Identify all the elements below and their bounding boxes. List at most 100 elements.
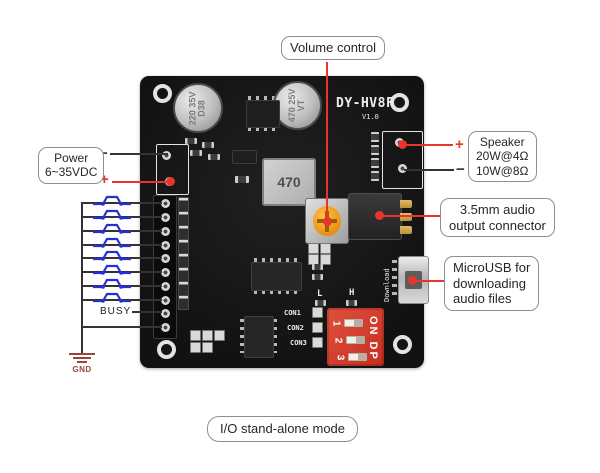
switch-symbol-3: [92, 221, 132, 239]
con3-label: CON3: [290, 339, 307, 347]
smd-3: [190, 150, 202, 156]
diode-2: [178, 211, 189, 226]
main-chip: [251, 262, 302, 291]
jack-pin-3: [400, 226, 412, 234]
power-plus-wire: [112, 181, 172, 183]
smd-2: [202, 142, 214, 148]
main-chip-pins-top: [254, 258, 300, 263]
power-text-2: 6~35VDC: [45, 165, 98, 180]
usb-text-3: audio files: [453, 291, 512, 307]
speaker-pad-minus: [398, 164, 407, 173]
mounting-hole-top-right: [390, 93, 409, 112]
power-plus-sign: +: [100, 171, 109, 188]
callout-microusb: MicroUSB for downloading audio files: [444, 256, 540, 311]
smd-18: [235, 176, 249, 183]
capacitor-470uf-label: 470 25V VT: [287, 88, 307, 123]
smd-12: [320, 254, 331, 265]
chip2: [244, 316, 274, 358]
usb-dot: [408, 276, 417, 285]
diode-1: [178, 197, 189, 212]
pcb-board: 220 35V D38 470 25V VT DY-HV8F V1.0: [140, 76, 429, 368]
speaker-text-1: Speaker: [479, 135, 525, 149]
smd-7: [371, 158, 379, 168]
sot-component: [232, 150, 257, 164]
audio-text-1: 3.5mm audio: [459, 202, 535, 217]
chip2-pins-right: [272, 319, 277, 353]
con3-pad: [312, 337, 323, 348]
usb-wire: [416, 280, 444, 282]
io-pad-6: [161, 268, 170, 277]
con1-pad: [312, 307, 323, 318]
smd-10: [320, 243, 331, 254]
smd-9: [308, 243, 319, 254]
smd-6: [371, 145, 379, 155]
l-label: L: [317, 289, 323, 299]
io-pad-7: [161, 282, 170, 291]
switch-symbol-8: [92, 290, 132, 308]
ground-bar-2: [73, 357, 91, 359]
speaker-plus-dot: [398, 140, 407, 149]
callout-io-mode: I/O stand-alone mode: [207, 416, 359, 442]
usb-text-2: downloading: [453, 275, 527, 291]
power-text-1: Power: [54, 151, 89, 165]
speaker-connector-outline: [382, 131, 423, 189]
smd-h: [346, 300, 357, 306]
smd-14: [202, 330, 213, 341]
download-silkscreen: Download: [383, 268, 391, 302]
dip-switch: ON DP 1 2 3: [327, 308, 384, 366]
ground-bar-3: [77, 361, 87, 363]
io-pad-3: [161, 227, 170, 236]
switch-symbol-2: [92, 207, 132, 225]
diode-3: [178, 225, 189, 240]
smd-4: [208, 154, 220, 160]
ground-row-wire: [82, 326, 162, 328]
mounting-hole-bottom-left: [157, 340, 176, 359]
diode-7: [178, 281, 189, 296]
audio-dot: [375, 211, 384, 220]
smd-19: [312, 264, 323, 270]
switch-symbol-4: [92, 235, 132, 253]
soic-chip-top: [246, 100, 280, 128]
dip-on-label: ON DP: [367, 316, 379, 361]
capacitor-220uf: 220 35V D38: [173, 83, 223, 133]
io-pad-5: [161, 254, 170, 263]
power-plus-dot: [166, 177, 175, 186]
audio-wire: [383, 215, 440, 217]
speaker-text-3: 10W@8Ω: [476, 163, 529, 178]
dip-slider-1: [344, 319, 363, 327]
smd-5: [371, 132, 379, 142]
inductor-value: 470: [277, 174, 301, 190]
audio-text-2: output connector: [449, 217, 546, 233]
jack-pin-1: [400, 200, 412, 208]
speaker-minus-sign: −: [456, 161, 465, 178]
usb-pins: [392, 260, 397, 298]
usb-text-1: MicroUSB for: [453, 260, 531, 275]
smd-8: [371, 171, 379, 181]
switch-symbol-5: [92, 248, 132, 266]
speaker-plus-sign: +: [455, 136, 464, 153]
soic-pins-bottom: [248, 126, 278, 131]
smd-15: [214, 330, 225, 341]
dip-num-3: 3: [334, 354, 346, 361]
callout-audio-connector: 3.5mm audio output connector: [440, 198, 555, 238]
diode-8: [178, 295, 189, 310]
ground-stem: [81, 347, 83, 353]
soic-pins-top: [248, 96, 278, 101]
board-title: DY-HV8F: [336, 96, 395, 111]
switch-symbol-7: [92, 276, 132, 294]
io-mode-text: I/O stand-alone mode: [220, 421, 346, 436]
h-label: H: [349, 288, 355, 298]
smd-17: [202, 342, 213, 353]
callout-speaker: Speaker 20W@4Ω 10W@8Ω: [468, 131, 537, 183]
con2-label: CON2: [287, 324, 304, 332]
capacitor-470uf: 470 25V VT: [273, 81, 322, 130]
io-pad-4: [161, 241, 170, 250]
jack-pin-2: [400, 213, 412, 221]
callout-power: Power 6~35VDC: [38, 147, 105, 184]
switch-bus-wire: [81, 202, 83, 348]
board-version: V1.0: [362, 113, 379, 121]
switch-symbol-6: [92, 262, 132, 280]
dip-slider-2: [346, 336, 365, 344]
volume-control-text: Volume control: [290, 40, 376, 55]
